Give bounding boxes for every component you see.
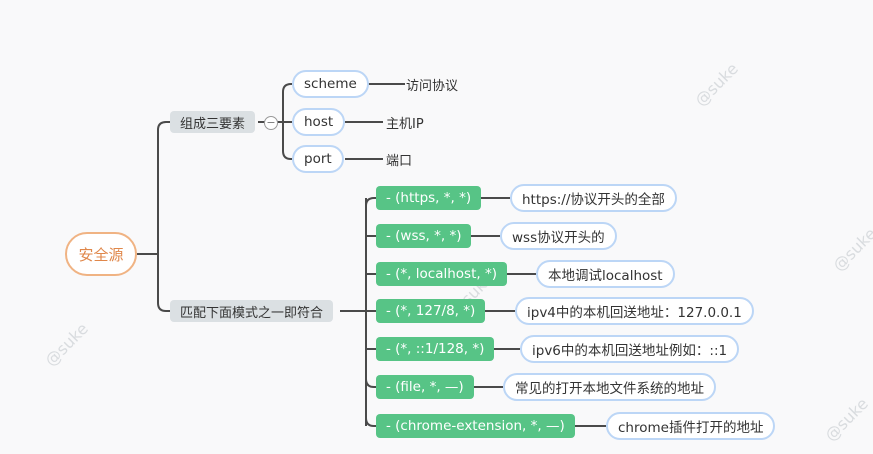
branch-composition[interactable]: 组成三要素 <box>170 111 256 133</box>
desc-ipv4-loopback[interactable]: ipv4中的本机回送地址：127.0.0.1 <box>515 297 754 325</box>
collapse-icon[interactable]: − <box>264 116 278 130</box>
pattern-ipv6-loopback[interactable]: - (*, ::1/128, *) <box>376 337 495 361</box>
pattern-file[interactable]: - (file, *, —) <box>376 375 474 399</box>
desc-wss[interactable]: wss协议开头的 <box>500 222 617 250</box>
pattern-chrome-extension[interactable]: - (chrome-extension, *, —) <box>376 414 575 438</box>
pattern-wss[interactable]: - (wss, *, *) <box>376 224 472 248</box>
desc-ipv6-loopback[interactable]: ipv6中的本机回送地址例如：::1 <box>520 335 740 363</box>
desc-file[interactable]: 常见的打开本地文件系统的地址 <box>503 373 716 401</box>
desc-scheme[interactable]: 访问协议 <box>406 78 459 94</box>
desc-host[interactable]: 主机IP <box>386 116 424 132</box>
node-scheme[interactable]: scheme <box>292 70 369 98</box>
desc-localhost[interactable]: 本地调试localhost <box>536 260 675 288</box>
desc-port[interactable]: 端口 <box>386 153 413 169</box>
pattern-ipv4-loopback[interactable]: - (*, 127/8, *) <box>376 299 486 323</box>
node-port[interactable]: port <box>292 145 344 173</box>
desc-chrome-extension[interactable]: chrome插件打开的地址 <box>606 412 776 440</box>
root-topic[interactable]: 安全源 <box>65 232 137 276</box>
pattern-localhost[interactable]: - (*, localhost, *) <box>376 262 507 286</box>
branch-match-patterns[interactable]: 匹配下面模式之一即符合 <box>170 300 334 322</box>
node-host[interactable]: host <box>292 108 346 136</box>
desc-https[interactable]: https://协议开头的全部 <box>510 184 677 212</box>
pattern-https[interactable]: - (https, *, *) <box>376 186 482 210</box>
